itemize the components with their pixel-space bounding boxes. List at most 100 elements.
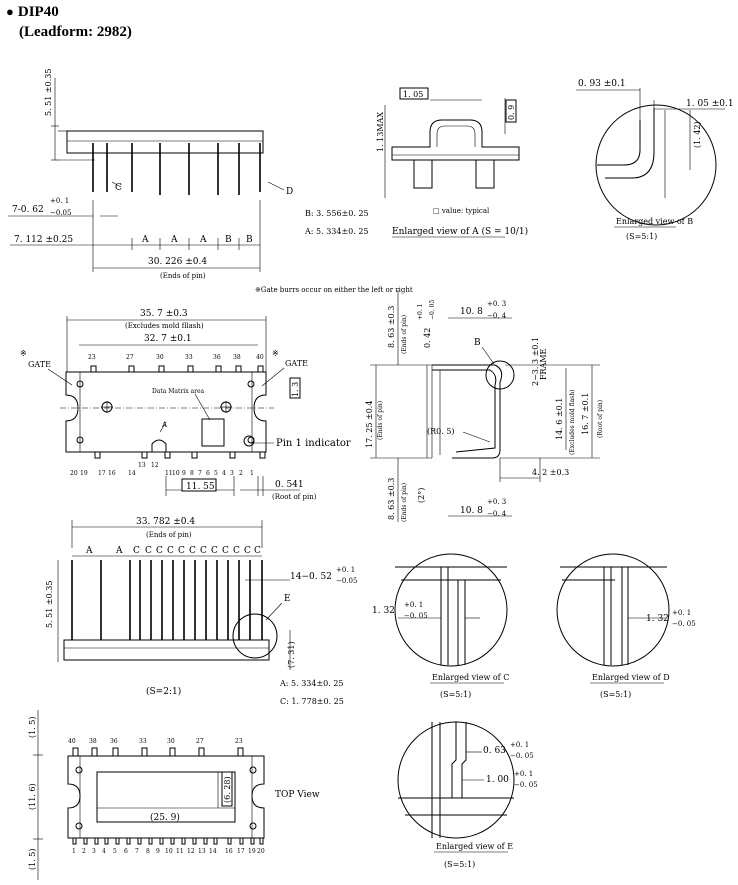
bottom-pin-10: 10 (172, 470, 180, 477)
view-e-063-tol-plus: +0. 1 (510, 741, 529, 749)
view-c-tol-plus: +0. 1 (404, 601, 423, 609)
bottom-dim-628: (6. 28) (223, 776, 232, 803)
view-c-tol-minus: −0. 05 (404, 612, 428, 620)
end-dim-167: 16. 7 ±0.1 (581, 393, 590, 435)
top-pin-27: 27 (126, 354, 134, 361)
bottom-pin-3: 3 (230, 470, 234, 477)
end-angle: (2°) (417, 488, 426, 503)
view-a-dim-right: 0. 9 (507, 105, 516, 120)
side-lead-width-tol-minus: −0.05 (50, 209, 71, 217)
enlarged-view-b: 0. 93 ±0.1 1. 05 ±0.1 (1. 42) Enlarged v… (576, 79, 734, 241)
top-pin-38: 38 (233, 354, 241, 361)
side-body-outline (66, 130, 264, 154)
bottom-pin-4: 4 (222, 470, 226, 477)
top-dim-13: 1. 3 (291, 382, 300, 397)
enlarged-view-d: 1. 32 +0. 1 −0. 05 Enlarged view of D (S… (556, 553, 696, 699)
bv-bottom-pin-1: 1 (72, 848, 76, 855)
view-c-dim: 1. 32 (372, 606, 395, 616)
bv-top-pin-38: 38 (89, 738, 97, 745)
side-leads (92, 143, 261, 195)
end-108-top-tol-plus: +0. 3 (487, 300, 506, 308)
front-pitch-c10: C (233, 546, 240, 556)
bottom-pin-9: 9 (182, 470, 186, 477)
gate-left: GATE (28, 360, 51, 369)
header: ●DIP40 (Leadform: 2982) (6, 2, 132, 42)
view-a-value-note: □ value: typical (433, 207, 490, 215)
bottom-pin-17: 17 (98, 470, 106, 477)
bv-bottom-pin-12: 12 (187, 848, 195, 855)
bottom-pin-5: 5 (214, 470, 218, 477)
front-lead-tol-plus: +0. 1 (336, 566, 355, 574)
top-pin-23: 23 (88, 354, 96, 361)
end-dim-1725: 17. 25 ±0.4 (365, 401, 374, 448)
side-legend-a: A: 5. 334±0. 25 (304, 227, 369, 236)
pin1-arrow-label: A (161, 421, 168, 429)
end-108-bot-tol-minus: −0. 4 (487, 510, 507, 518)
bv-bottom-pin-11: 11 (176, 848, 184, 855)
top-pin-33: 33 (185, 354, 193, 361)
view-b-dim-right: 1. 05 ±0.1 (686, 99, 734, 109)
top-dim-0541: 0. 541 (275, 480, 304, 490)
end-ends-of-pin-mid: (Ends of pin) (377, 401, 384, 440)
bv-bottom-leads (72, 837, 264, 845)
top-view: 35. 7 ±0.3 (Excludes mold fllash) 32. 7 … (20, 309, 351, 501)
side-pitch-a1: A (141, 235, 149, 245)
view-a-dim-top: 1. 05 (403, 90, 423, 99)
end-label-b: B (474, 338, 481, 348)
end-frame: FRAME (539, 348, 548, 380)
front-pitch-a1: A (85, 546, 93, 556)
bv-top-pin-23: 23 (235, 738, 243, 745)
front-pitch-c4: C (167, 546, 174, 556)
front-height-dim: 5. 51 ±0.35 (45, 581, 54, 628)
front-lead-tol-minus: −0.05 (336, 577, 357, 585)
front-pitch-c3: C (156, 546, 163, 556)
end-dim-146-note: (Excludes mold flash) (569, 390, 576, 455)
end-dim-042-tol-minus: −0. 05 (429, 300, 436, 320)
view-b-scale: (S=5:1) (626, 232, 657, 241)
front-lead-dim: 14−0. 52 (290, 572, 332, 582)
side-view: C D 5. 51 ±0.35 7-0. 62 +0. 1 −0.05 7. 1… (8, 69, 369, 280)
gate-note: ※Gate burrs occur on either the left or … (255, 286, 413, 294)
side-ends-note: (Ends of pin) (160, 272, 206, 280)
bv-top-pin-36: 36 (110, 738, 118, 745)
end-dim-042-tol-plus: +0. 1 (417, 304, 424, 320)
front-pitch-c11: C (244, 546, 251, 556)
front-legend-c: C: 1. 778±0. 25 (280, 697, 344, 706)
front-width-dim: 33. 782 ±0.4 (136, 517, 195, 527)
bottom-pin-1: 1 (250, 470, 254, 477)
front-pitch-c5: C (178, 546, 185, 556)
view-b-caption: Enlarged view of B (616, 217, 693, 226)
view-c-scale: (S=5:1) (440, 690, 471, 699)
bottom-pin-2: 2 (239, 470, 243, 477)
bv-bottom-pin-4: 4 (102, 848, 106, 855)
end-dim-42: 4. 2 ±0.3 (532, 468, 569, 477)
front-scale: (S=2:1) (146, 686, 181, 697)
view-e-dim-100: 1. 00 (486, 775, 509, 785)
bv-bottom-pin-16: 16 (225, 848, 233, 855)
view-e-scale: (S=5:1) (444, 860, 475, 869)
bottom-dim-15-top: (1. 5) (28, 716, 37, 738)
data-matrix-label: Data Matrix area (152, 388, 204, 395)
bv-bottom-pin-8: 8 (146, 848, 150, 855)
front-label-e: E (284, 594, 291, 604)
bv-bottom-pin-17: 17 (237, 848, 245, 855)
front-pitch-c2: C (145, 546, 152, 556)
side-pitch-a3: A (199, 235, 207, 245)
view-e-caption: Enlarged view of E (436, 842, 513, 851)
end-dim-146: 14. 6 ±0.1 (555, 398, 564, 440)
bv-bottom-pin-9: 9 (156, 848, 160, 855)
bv-bottom-pin-20: 20 (257, 848, 265, 855)
bottom-pin-6: 6 (206, 470, 210, 477)
bottom-top-view: (1. 5) (11. 6) (1. 5) (25. 9) (6. 28) TO… (28, 710, 320, 880)
front-pitch-c8: C (211, 546, 218, 556)
enlarged-view-a: 1. 13MAX 1. 05 0. 9 □ value: typical Enl… (376, 87, 528, 238)
bv-bottom-pin-7: 7 (135, 848, 139, 855)
header-title: DIP40 (17, 4, 59, 20)
front-dim-731: (7. 31) (287, 641, 296, 668)
gate-mark-left: ※ (20, 349, 27, 358)
top-root-note: (Root of pin) (272, 493, 317, 501)
bv-top-pin-27: 27 (196, 738, 204, 745)
front-pitch-c9: C (222, 546, 229, 556)
bottom-top-view-label: TOP View (275, 790, 320, 800)
front-legend-a: A: 5. 334±0. 25 (279, 679, 344, 688)
